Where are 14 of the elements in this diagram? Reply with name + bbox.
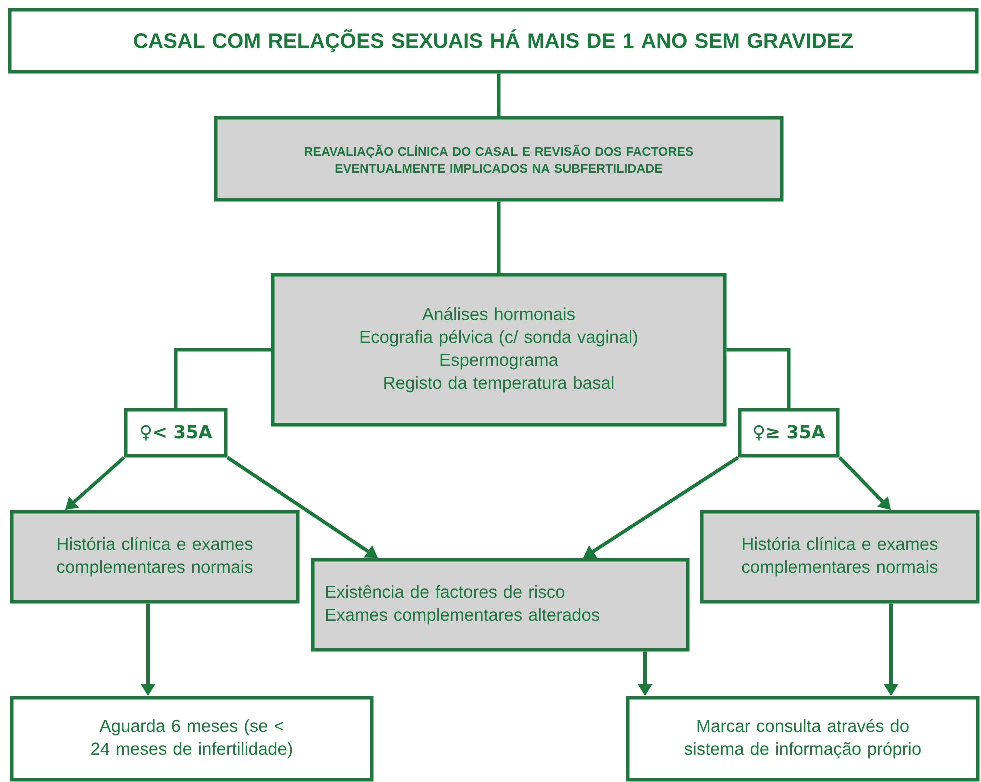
process-box: História clínica e exames complementares normais: [10, 510, 300, 604]
process-box: REAVALIAÇÃO CLÍNICA DO CASAL E REVISÃO DOS FACTORES EVENTUALMENTE IMPLICADOS NA SUBFERTILIDADE: [214, 116, 784, 202]
process-box: Análises hormonais Ecografia pélvica (c/ sonda vaginal) Espermograma Registo da temperatura basal: [271, 273, 727, 427]
process-box: Aguarda 6 meses (se < 24 meses de infertilidade): [10, 696, 374, 782]
condition-box: ♀< 35A: [124, 408, 228, 458]
connector: [174, 348, 272, 408]
connector: [497, 202, 501, 274]
condition-box: ♀≥ 35A: [738, 408, 840, 458]
process-box: Existência de factores de risco Exames complementares alterados: [311, 558, 690, 652]
title-box: CASAL COM RELAÇÕES SEXUAIS HÁ MAIS DE 1 ANO SEM GRAVIDEZ: [8, 8, 979, 74]
process-box: História clínica e exames complementares normais: [700, 510, 980, 604]
connector: [726, 348, 791, 408]
connector: [497, 74, 501, 116]
process-box: Marcar consulta através do sistema de informação próprio: [626, 696, 980, 782]
